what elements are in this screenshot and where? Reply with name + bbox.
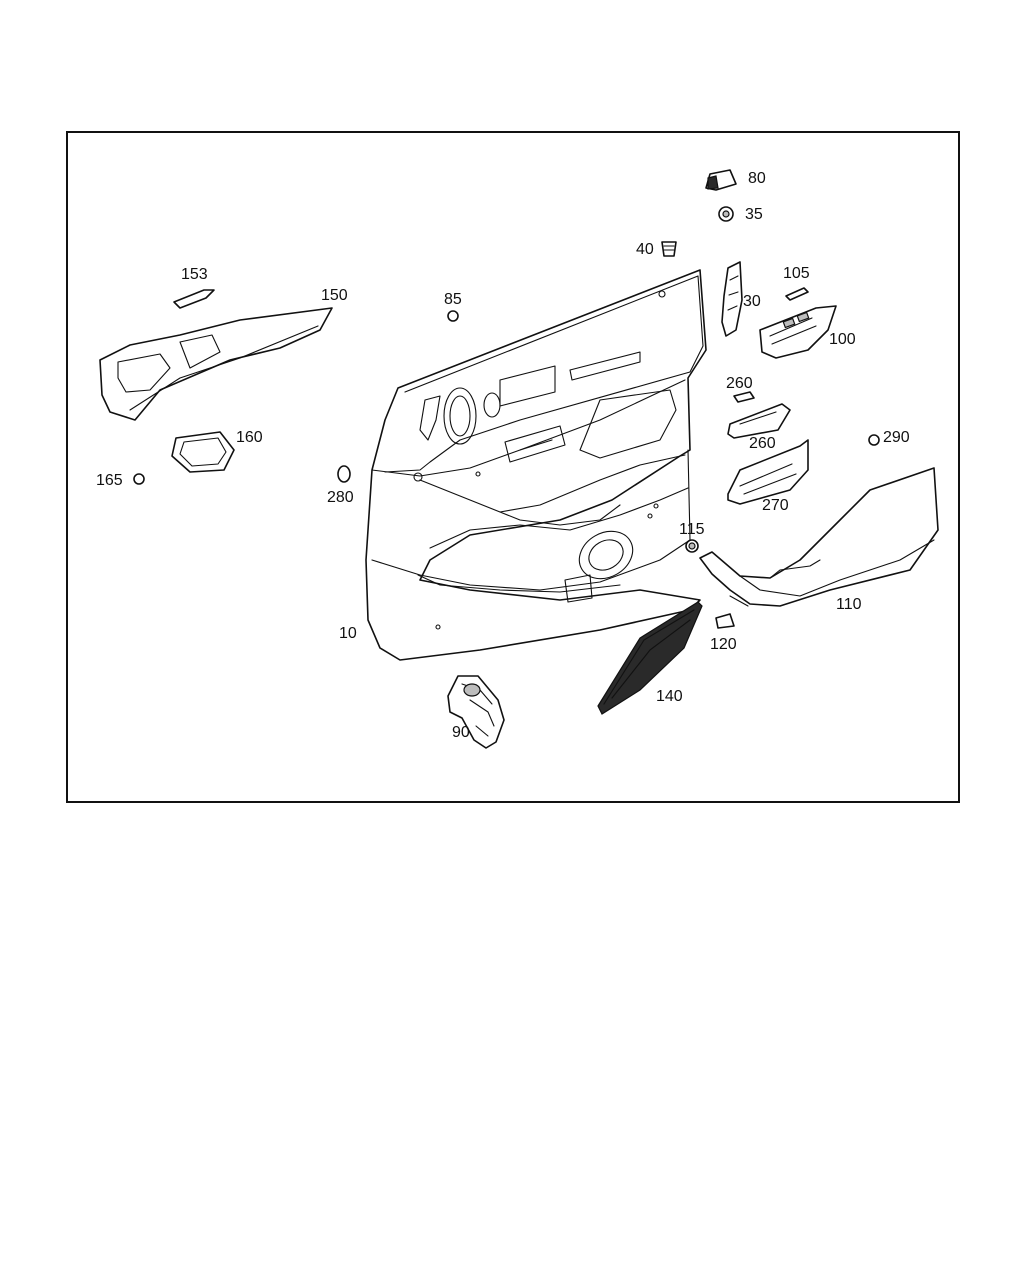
part-160-speaker-ring (171, 431, 235, 473)
callout-165: 165 (96, 472, 123, 489)
callout-30: 30 (743, 293, 761, 310)
part-120-clip (715, 613, 735, 629)
callout-105: 105 (783, 265, 810, 282)
part-290-clip (868, 434, 880, 446)
callout-80: 80 (748, 170, 766, 187)
callout-280: 280 (327, 489, 354, 506)
part-260-cover-upper (733, 391, 755, 403)
callout-100: 100 (829, 331, 856, 348)
callout-150: 150 (321, 287, 348, 304)
part-110-armrest (699, 467, 939, 607)
callout-120: 120 (710, 636, 737, 653)
callout-10: 10 (339, 625, 357, 642)
callout-115: 115 (679, 521, 705, 538)
callout-90: 90 (452, 724, 470, 741)
callout-110: 110 (836, 596, 862, 613)
part-85-clip (447, 310, 459, 322)
callout-260-lower: 260 (749, 435, 776, 452)
part-30-switch-carrier (721, 261, 743, 337)
part-165-clip (133, 473, 145, 485)
part-270-switch-frame (727, 439, 809, 505)
part-35-clip (718, 206, 734, 222)
part-40-clip (661, 241, 677, 257)
callout-290: 290 (883, 429, 910, 446)
part-80-switch (705, 169, 737, 191)
part-150-upper-trim (99, 307, 333, 421)
callout-160: 160 (236, 429, 263, 446)
part-90-bracket (447, 675, 505, 749)
part-140-speaker-grille (597, 601, 703, 715)
part-105-cover (785, 287, 809, 301)
part-153-handle-cover (173, 289, 215, 309)
part-115-clip (685, 539, 699, 553)
callout-40: 40 (636, 241, 654, 258)
part-100-switch-panel (759, 305, 837, 359)
callout-85: 85 (444, 291, 462, 308)
part-10-door-panel (365, 269, 707, 661)
callout-140: 140 (656, 688, 683, 705)
diagram-frame (66, 131, 960, 803)
part-280-plug (337, 465, 351, 483)
callout-260-upper: 260 (726, 375, 753, 392)
callout-153: 153 (181, 266, 208, 283)
callout-270: 270 (762, 497, 789, 514)
callout-35: 35 (745, 206, 763, 223)
part-260-cover-lower (727, 403, 791, 439)
